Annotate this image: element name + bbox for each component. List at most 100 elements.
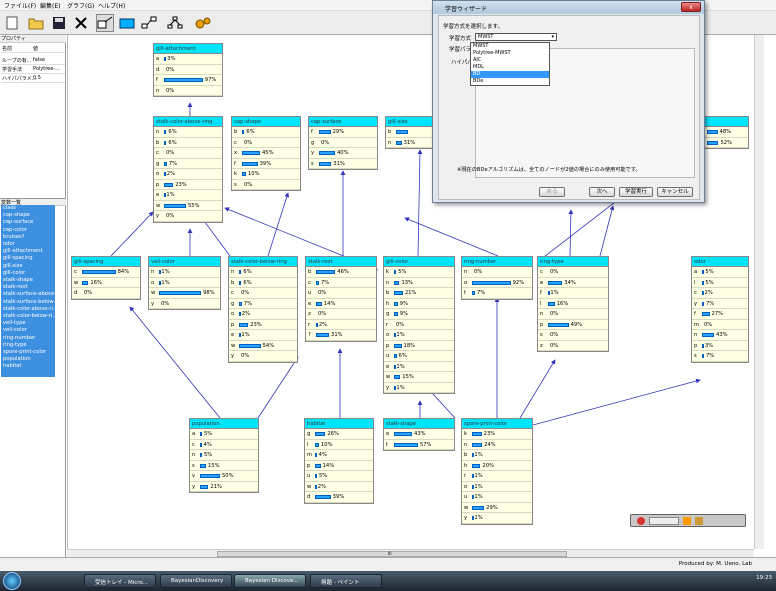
node-title[interactable]: stalk-shape (384, 419, 454, 429)
variable-item[interactable]: population (3, 356, 31, 363)
tool-icon[interactable] (683, 517, 691, 525)
dialog-button-1[interactable]: 次へ (589, 187, 615, 197)
variable-item[interactable]: cap-surface (3, 219, 34, 226)
taskbar-item[interactable]: 無題 - ペイント (310, 574, 382, 588)
property-row[interactable]: 名前値 (1, 45, 65, 53)
save-icon[interactable] (50, 14, 68, 32)
node-title[interactable]: stalk-color-above-ring (154, 117, 222, 127)
menu-graph[interactable]: グラフ(G) (67, 3, 95, 10)
variable-item[interactable]: bruises? (3, 233, 25, 240)
dropdown-option[interactable]: BDe (473, 78, 484, 84)
variable-item[interactable]: ring-number (3, 334, 36, 341)
property-row[interactable]: ハイパパラメ...0.5 (1, 75, 65, 83)
taskbar-item[interactable]: Bayesian Discove... (234, 574, 306, 588)
dropdown-option[interactable]: BD (471, 71, 549, 78)
variable-item[interactable]: class (3, 205, 16, 211)
dropdown-option[interactable]: MWST (473, 43, 489, 49)
variable-item[interactable]: stalk-color-above-ri... (3, 305, 55, 312)
menu-edit[interactable]: 編集(E) (40, 3, 61, 10)
node-title[interactable]: stalk-color-below-ring (229, 257, 297, 267)
taskbar-item[interactable]: 受信トレイ - Micro... (84, 574, 156, 588)
open-folder-icon[interactable] (27, 14, 45, 32)
node-title[interactable]: ring-type (538, 257, 608, 267)
variable-item[interactable]: stalk-root (3, 284, 28, 291)
node-title[interactable]: gill-size (386, 117, 432, 127)
menu-file[interactable]: ファイル(F) (4, 3, 37, 10)
node-title[interactable]: gill-color (384, 257, 454, 267)
variable-item[interactable]: ring-type (3, 341, 27, 348)
start-button-icon[interactable] (3, 572, 21, 590)
node-title[interactable]: stalk-root (306, 257, 376, 267)
edge-tool-icon[interactable] (140, 14, 158, 32)
variable-item[interactable]: stalk-shape (3, 277, 33, 284)
variable-item[interactable]: cap-shape (3, 212, 30, 219)
dropdown-option[interactable]: Polytree-MWST (473, 50, 511, 56)
language-bar[interactable] (630, 514, 746, 527)
node-tool-icon[interactable] (118, 14, 136, 32)
node-title[interactable]: population (190, 419, 258, 429)
node-title[interactable]: odor (692, 257, 748, 267)
dialog-button-2[interactable]: 学習実行 (619, 187, 653, 197)
variable-item[interactable]: stalk-surface-below-... (3, 298, 55, 305)
variable-item[interactable]: gill-spacing (3, 255, 33, 262)
variable-item[interactable]: gill-attachment (3, 248, 43, 255)
dropdown-option[interactable]: MDL (473, 64, 484, 70)
vertical-scrollbar[interactable] (754, 35, 764, 549)
variable-item[interactable]: gill-color (3, 269, 26, 276)
dialog-button-0[interactable]: 戻る (539, 187, 565, 197)
property-row[interactable]: ループの有...false (1, 57, 65, 65)
delete-icon[interactable] (72, 14, 90, 32)
settings-gears-icon[interactable] (194, 14, 212, 32)
new-file-icon[interactable] (3, 14, 21, 32)
node-right-partial[interactable]: 48%52% (697, 116, 749, 149)
variable-item[interactable]: spore-print-color (3, 349, 47, 356)
menu-help[interactable]: ヘルプ(H) (98, 3, 126, 10)
node-title[interactable]: habitat (305, 419, 373, 429)
variable-item[interactable]: habitat (3, 363, 22, 370)
variable-item[interactable]: gill-size (3, 262, 23, 269)
ime-icon[interactable] (637, 517, 645, 525)
select-tool-icon[interactable] (96, 14, 114, 32)
dialog-close-button[interactable]: x (681, 2, 701, 12)
taskbar-item[interactable]: BayesianDiscovery (160, 574, 232, 588)
variable-item[interactable]: stalk-color-below-ri... (3, 313, 55, 320)
variable-item[interactable]: veil-type (3, 320, 26, 327)
node-title[interactable]: gill-spacing (72, 257, 140, 267)
scrollbar-thumb[interactable]: III (217, 551, 567, 557)
node-title[interactable]: cap-shape (232, 117, 300, 127)
node-title[interactable]: cap-surface (309, 117, 377, 127)
node-title[interactable] (697, 117, 748, 127)
node-title[interactable]: gill-attachment (154, 44, 222, 54)
dropdown-option[interactable]: AIC (473, 57, 482, 63)
method-select[interactable]: MWST▾ (475, 33, 557, 41)
variable-item[interactable]: stalk-surface-above-... (3, 291, 55, 298)
ime-mode-icon[interactable] (649, 517, 679, 525)
horizontal-scrollbar[interactable]: III (67, 549, 754, 557)
node-title[interactable]: veil-color (149, 257, 220, 267)
variable-item[interactable]: cap-color (3, 226, 27, 233)
variable-item[interactable]: odor (3, 241, 15, 248)
pad-icon[interactable] (695, 517, 703, 525)
variable-item[interactable]: veil-color (3, 327, 27, 334)
layout-tree-icon[interactable] (166, 14, 184, 32)
